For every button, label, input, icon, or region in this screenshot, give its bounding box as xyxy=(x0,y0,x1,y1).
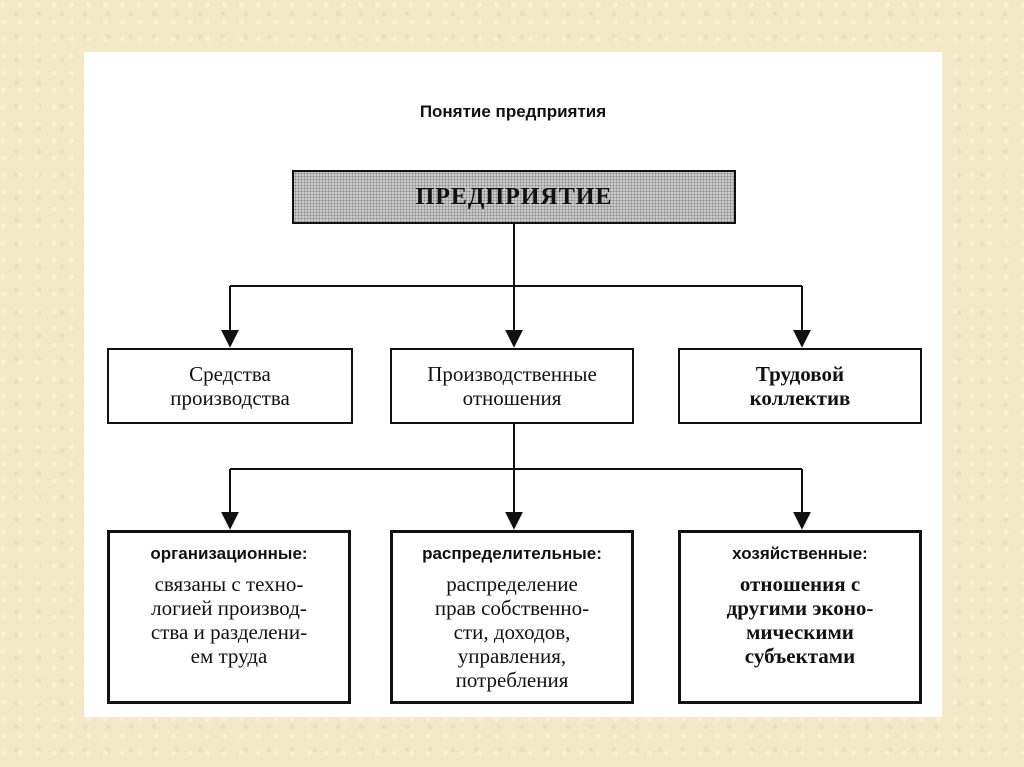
diagram-title: Понятие предприятия xyxy=(419,102,607,121)
component-means-of-production: Средства производства xyxy=(107,348,353,424)
component-label: Производственные отношения xyxy=(427,362,597,410)
connector-lines xyxy=(221,224,811,530)
relation-description: распределение прав собственно- сти, дохо… xyxy=(434,572,590,692)
component-labor-collective: Трудовой коллектив xyxy=(678,348,922,424)
relation-heading: организационные: xyxy=(150,544,308,563)
component-production-relations: Производственные отношения xyxy=(390,348,634,424)
component-label: Средства производства xyxy=(170,362,290,410)
component-label: Трудовой коллектив xyxy=(749,362,851,410)
relation-organizational: организационные: связаны с техно- логией… xyxy=(107,530,351,704)
root-node-label: ПРЕДПРИЯТИЕ xyxy=(415,183,613,210)
relation-description: отношения с другими эконо- мическими суб… xyxy=(726,572,874,668)
relation-economic: хозяйственные: отношения с другими эконо… xyxy=(678,530,922,704)
diagram-sheet: Понятие предприятия ПРЕДПРИЯТИЕ Средства… xyxy=(84,52,942,717)
relation-heading: хозяйственные: xyxy=(732,544,868,563)
relation-heading: распределительные: xyxy=(422,544,602,563)
root-node-enterprise: ПРЕДПРИЯТИЕ xyxy=(292,170,736,224)
relation-description: связаны с техно- логией производ- ства и… xyxy=(150,572,308,668)
relation-distributive: распределительные: распределение прав со… xyxy=(390,530,634,704)
